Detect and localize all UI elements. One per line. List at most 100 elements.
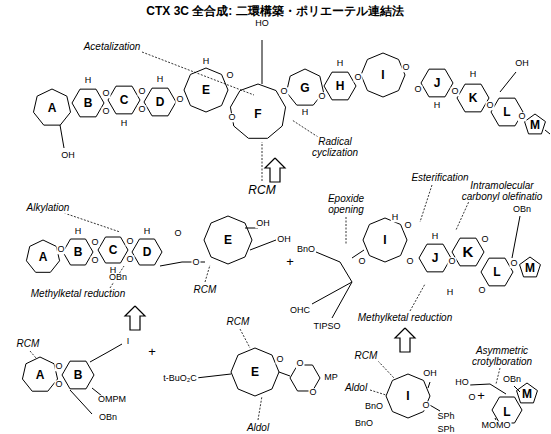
chain-bond bbox=[514, 386, 520, 392]
annotation: Alkylation bbox=[26, 203, 71, 214]
ring-letter: M bbox=[521, 388, 533, 401]
atom-label: H bbox=[120, 119, 129, 128]
ring-letter: A bbox=[38, 251, 49, 264]
ring-letter: H bbox=[335, 80, 346, 93]
ring-letter: L bbox=[502, 106, 511, 119]
ring-bond bbox=[324, 72, 356, 100]
atom-label: H bbox=[431, 232, 440, 241]
chain-bond bbox=[90, 344, 122, 362]
atom-label: t-BuO₂C bbox=[162, 374, 198, 383]
atom-label: O bbox=[295, 359, 304, 368]
atom-label: O bbox=[101, 89, 110, 98]
ring-letter: A bbox=[35, 369, 46, 382]
leader-line bbox=[240, 329, 250, 348]
annotation: Methylketal reduction bbox=[30, 289, 127, 300]
ring-bond bbox=[457, 84, 489, 112]
atom-label: H bbox=[84, 76, 93, 85]
atom-label: TIPSO bbox=[312, 322, 341, 331]
atom-label: O bbox=[54, 380, 63, 389]
ring-letter: M bbox=[524, 262, 536, 275]
atom-label: O bbox=[357, 257, 366, 266]
leader-line bbox=[64, 213, 120, 232]
ring-bond bbox=[22, 357, 57, 391]
chain-bond bbox=[312, 252, 352, 304]
leader-line bbox=[496, 368, 500, 384]
ring-letter: I bbox=[405, 390, 410, 403]
ring-bond bbox=[525, 114, 546, 134]
atom-label: O bbox=[279, 87, 288, 96]
atom-label: O bbox=[175, 95, 184, 104]
atom-label: O bbox=[353, 73, 362, 82]
atom-label: OH bbox=[422, 369, 438, 378]
atom-label: H bbox=[391, 213, 400, 222]
chain-bond bbox=[250, 240, 276, 250]
title: CTX 3C 全合成: 二環構築・ポリエーテル連結法 bbox=[146, 3, 403, 20]
ring-bond bbox=[204, 216, 252, 264]
chain-bond bbox=[70, 390, 92, 414]
ring-bond bbox=[517, 383, 538, 403]
ring-letter: C bbox=[119, 94, 130, 107]
atom-label: O bbox=[405, 257, 414, 266]
atom-label: I bbox=[126, 337, 131, 346]
plus-sign: + bbox=[147, 345, 157, 359]
atom-label: OBn bbox=[108, 273, 128, 282]
annotation: Methylketal reduction bbox=[357, 313, 454, 324]
ring-bond bbox=[290, 365, 320, 391]
atom-label: O bbox=[225, 71, 234, 80]
annotation: Acetalization bbox=[83, 42, 142, 53]
ring-bond bbox=[230, 84, 285, 138]
plus-sign: + bbox=[285, 255, 295, 269]
atom-label: H bbox=[336, 59, 345, 68]
atom-label: O bbox=[317, 92, 326, 101]
atom-label: H bbox=[301, 108, 310, 117]
ring-bond bbox=[452, 238, 484, 266]
leader-line bbox=[262, 142, 263, 181]
atom-label: O bbox=[191, 258, 200, 267]
ring-letter: B bbox=[83, 97, 94, 110]
atom-label: BnO bbox=[354, 419, 374, 428]
ring-bond bbox=[108, 86, 140, 114]
ring-letter: D bbox=[155, 96, 166, 109]
atom-label: OH bbox=[514, 59, 530, 68]
atom-label: OH bbox=[276, 235, 292, 244]
atom-label: OH bbox=[255, 219, 271, 228]
atom-label: O bbox=[467, 393, 476, 402]
atom-label: O bbox=[517, 112, 526, 121]
chain-bond bbox=[196, 374, 231, 378]
leader-line bbox=[456, 199, 470, 230]
ring-letter: J bbox=[433, 77, 442, 90]
atom-label: O bbox=[450, 87, 459, 96]
ring-letter: M bbox=[529, 119, 541, 132]
atom-label: O bbox=[401, 63, 410, 72]
atom-label: OMPM bbox=[97, 395, 127, 404]
ring-letter: L bbox=[502, 406, 511, 419]
plus-sign: + bbox=[476, 389, 486, 403]
ring-bond bbox=[144, 88, 176, 116]
annotation: Aldol bbox=[246, 423, 270, 434]
ring-bond bbox=[72, 89, 104, 117]
atom-label: O bbox=[125, 237, 134, 246]
atom-label: O bbox=[447, 257, 456, 266]
chain-bond bbox=[428, 382, 430, 388]
ring-letter: F bbox=[253, 108, 262, 121]
atom-label: H bbox=[446, 288, 455, 297]
atom-label: O bbox=[480, 235, 489, 244]
atom-label: H bbox=[433, 101, 442, 110]
ring-letter: E bbox=[250, 366, 260, 379]
atom-label: MOMO bbox=[481, 421, 512, 430]
atom-label: O bbox=[101, 107, 110, 116]
ring-bond bbox=[363, 218, 407, 262]
atom-label: MP bbox=[323, 373, 339, 382]
ring-letter: J bbox=[431, 252, 440, 265]
chain-bond bbox=[60, 125, 64, 148]
ring-bond bbox=[231, 348, 279, 396]
annotation: RCM bbox=[226, 317, 251, 328]
ring-bond bbox=[33, 89, 70, 125]
ring-letter: A bbox=[47, 102, 58, 115]
leader-line bbox=[142, 52, 254, 95]
annotation: Asymmetric crotylboration bbox=[456, 346, 548, 367]
atom-label: SPh bbox=[436, 425, 455, 434]
ring-letter: I bbox=[380, 69, 385, 82]
ring-bond bbox=[184, 68, 228, 112]
